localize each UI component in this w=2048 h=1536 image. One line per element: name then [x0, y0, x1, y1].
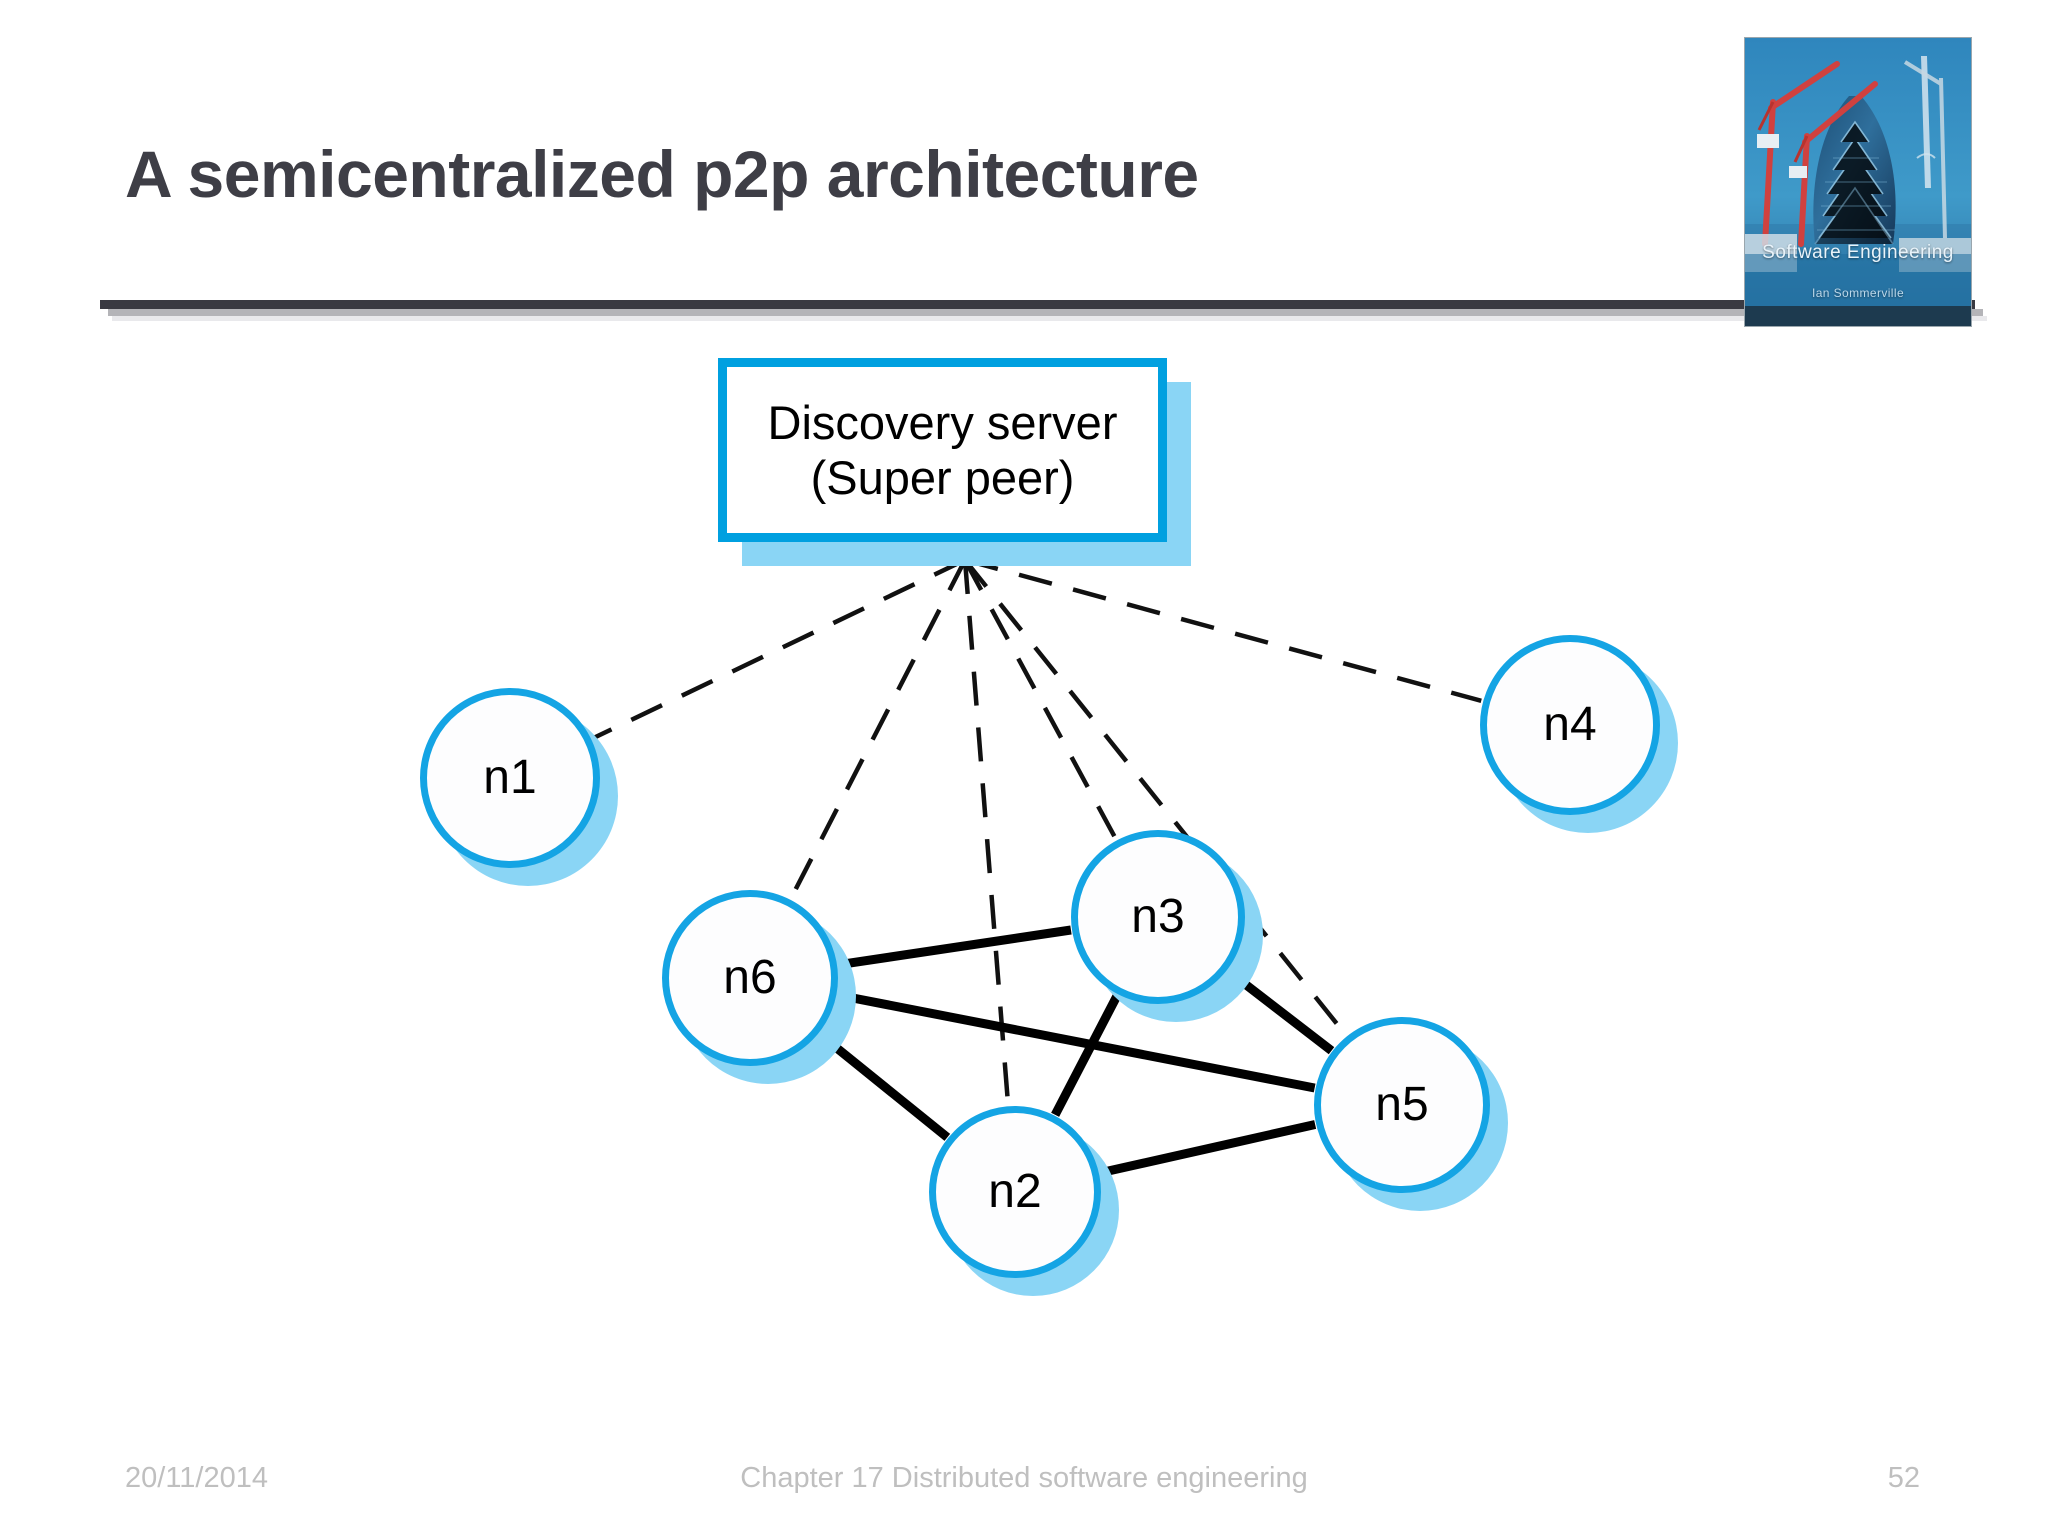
peer-node-label: n5 — [1375, 1078, 1429, 1131]
peer-node-disc: n2 — [929, 1106, 1101, 1278]
divider-bar — [100, 300, 1975, 309]
logo-foot-band — [1745, 306, 1971, 326]
peer-node-disc: n1 — [420, 688, 600, 868]
peer-link-n6-n5 — [836, 990, 1316, 1093]
peer-node-n2[interactable]: n2 — [929, 1106, 1119, 1296]
discovery-server-links — [591, 557, 1482, 1105]
dashed-link-server-n1 — [591, 557, 966, 741]
peer-node-disc: n3 — [1071, 830, 1245, 1004]
discovery-server-line1: Discovery server — [767, 395, 1118, 449]
book-cover-logo: Software Engineering Ian Sommerville — [1745, 38, 1971, 326]
peer-node-n4[interactable]: n4 — [1480, 635, 1678, 833]
page-title: A semicentralized p2p architecture — [125, 137, 1199, 211]
peer-node-n6[interactable]: n6 — [662, 890, 856, 1084]
discovery-server-line2: (Super peer) — [810, 451, 1075, 504]
dashed-link-server-n4 — [964, 557, 1482, 703]
peer-node-n3[interactable]: n3 — [1071, 830, 1263, 1022]
dashed-link-server-n2 — [962, 559, 1011, 1105]
footer-page-number: 52 — [1887, 1462, 1920, 1494]
peer-link-n3-n2 — [1051, 992, 1122, 1117]
footer-chapter: Chapter 17 Distributed software engineer… — [740, 1462, 1308, 1494]
peer-node-n5[interactable]: n5 — [1314, 1017, 1508, 1211]
peer-node-disc: n6 — [662, 890, 838, 1066]
peer-link-n2-n5 — [1098, 1120, 1317, 1178]
title-divider — [100, 300, 1987, 321]
discovery-server-box[interactable]: Discovery server (Super peer) — [718, 358, 1167, 542]
peer-link-n6-n3 — [837, 925, 1072, 970]
dashed-link-server-n3 — [963, 558, 1118, 840]
peer-node-label: n4 — [1543, 698, 1597, 751]
peer-node-disc: n4 — [1480, 635, 1660, 815]
peer-link-n6-n2 — [816, 1030, 951, 1141]
peer-node-label: n2 — [988, 1165, 1042, 1218]
divider-shadow-light — [112, 316, 1987, 321]
peer-node-n1[interactable]: n1 — [420, 688, 618, 886]
peer-node-label: n1 — [483, 751, 537, 804]
divider-shadow — [108, 309, 1983, 316]
footer-date: 20/11/2014 — [125, 1462, 268, 1494]
peer-node-label: n6 — [723, 951, 777, 1004]
dashed-link-server-n6 — [789, 558, 968, 899]
peer-node-disc: n5 — [1314, 1017, 1490, 1193]
dashed-link-server-n5 — [963, 558, 1348, 1037]
peer-node-label: n3 — [1131, 890, 1185, 943]
